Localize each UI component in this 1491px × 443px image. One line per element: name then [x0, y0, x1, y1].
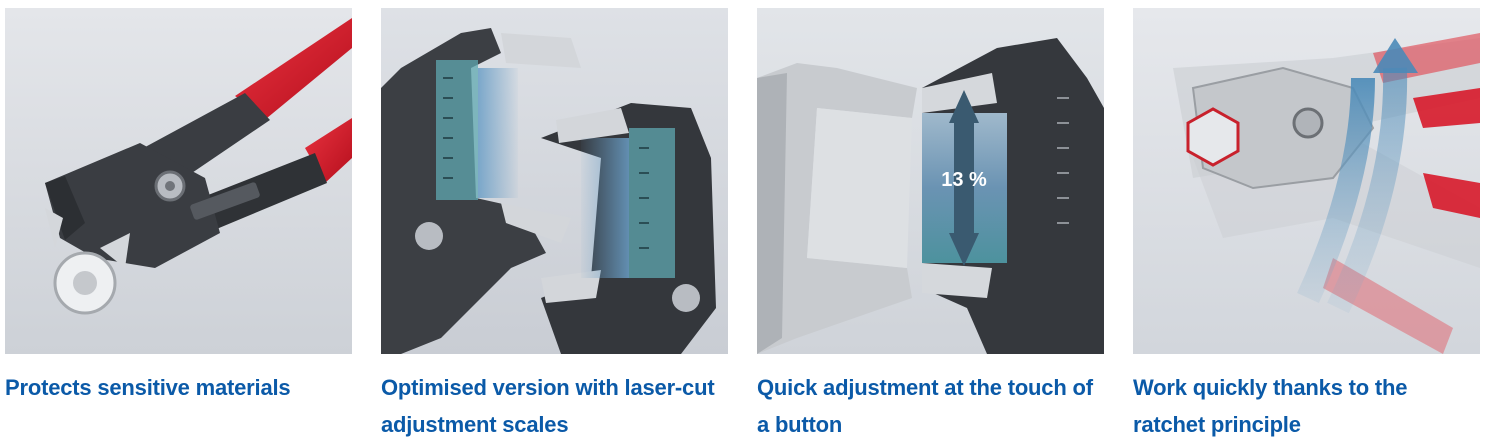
- percentage-label: 13 %: [941, 169, 987, 191]
- pliers-wrench-laser-scales-icon: [381, 8, 728, 354]
- feature-title[interactable]: Work quickly thanks to the ratchet princ…: [1133, 375, 1408, 437]
- pliers-wrench-jaw-opening-icon: 13 %: [757, 8, 1104, 354]
- feature-image-quick-adjustment: 13 %: [757, 8, 1104, 354]
- feature-title[interactable]: Quick adjustment at the touch of a butto…: [757, 375, 1093, 437]
- pliers-wrench-gripping-fitting-icon: [5, 8, 352, 354]
- feature-title[interactable]: Optimised version with laser-cut adjustm…: [381, 375, 715, 437]
- feature-image-protects-materials: [5, 8, 352, 354]
- feature-image-ratchet-principle: [1133, 8, 1480, 354]
- feature-card-ratchet-principle[interactable]: Work quickly thanks to the ratchet princ…: [1133, 8, 1480, 437]
- feature-card-quick-adjustment[interactable]: 13 % Quick adjustment at the touch of a …: [757, 8, 1104, 437]
- feature-card-protects-materials[interactable]: Protects sensitive materials: [5, 8, 352, 437]
- feature-title[interactable]: Protects sensitive materials: [5, 375, 291, 400]
- feature-card-laser-scales[interactable]: Optimised version with laser-cut adjustm…: [381, 8, 728, 437]
- pliers-wrench-ratchet-motion-icon: [1133, 8, 1480, 354]
- feature-image-laser-scales: [381, 8, 728, 354]
